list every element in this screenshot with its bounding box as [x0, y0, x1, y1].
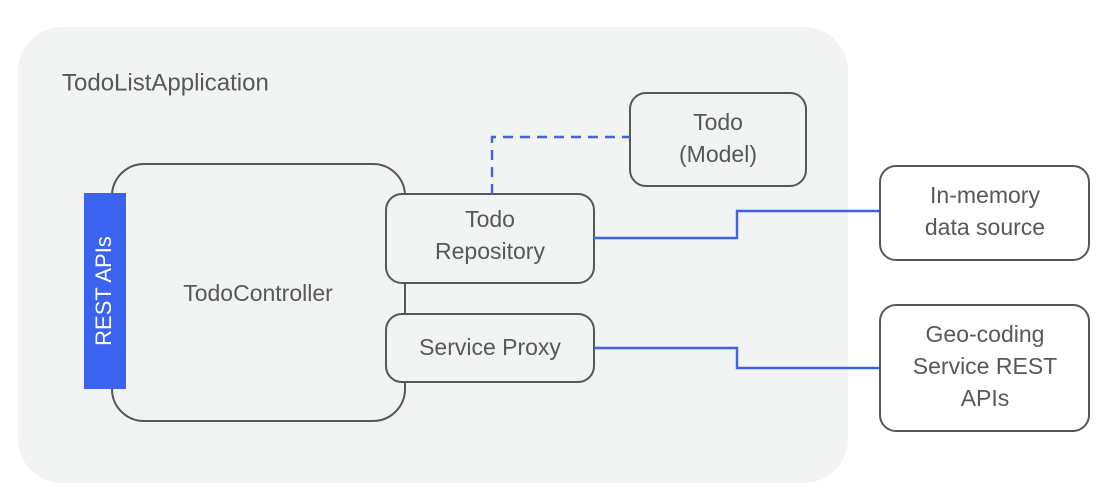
node-todo-controller-label: TodoController [183, 280, 333, 306]
connector-repository-to-in-memory [594, 209, 880, 240]
node-todo-model-label-line2: (Model) [679, 141, 757, 167]
connector-proxy-to-geo-coding [594, 346, 880, 370]
node-todo-model-label-line1: Todo [693, 109, 743, 135]
node-todo-repository-label-line1: Todo [465, 206, 515, 232]
node-geo-coding-service-label-line2: Service REST [913, 353, 1057, 379]
node-service-proxy-label: Service Proxy [419, 334, 561, 360]
node-geo-coding-service-label-line3: APIs [961, 385, 1010, 411]
node-geo-coding-service[interactable] [879, 304, 1090, 432]
node-geo-coding-service-label-line1: Geo-coding [926, 321, 1045, 347]
node-in-memory-data-source[interactable] [879, 165, 1090, 261]
container-title: TodoListApplication [62, 69, 269, 96]
node-in-memory-data-source-label-line2: data source [925, 214, 1045, 240]
node-todo-model[interactable] [629, 92, 807, 187]
connector-repository-to-model [490, 135, 630, 194]
rest-apis-badge-label: REST APIs [91, 236, 116, 346]
node-in-memory-data-source-label-line1: In-memory [930, 182, 1040, 208]
node-todo-repository-label-line2: Repository [435, 238, 545, 264]
rest-apis-badge[interactable] [84, 193, 126, 389]
